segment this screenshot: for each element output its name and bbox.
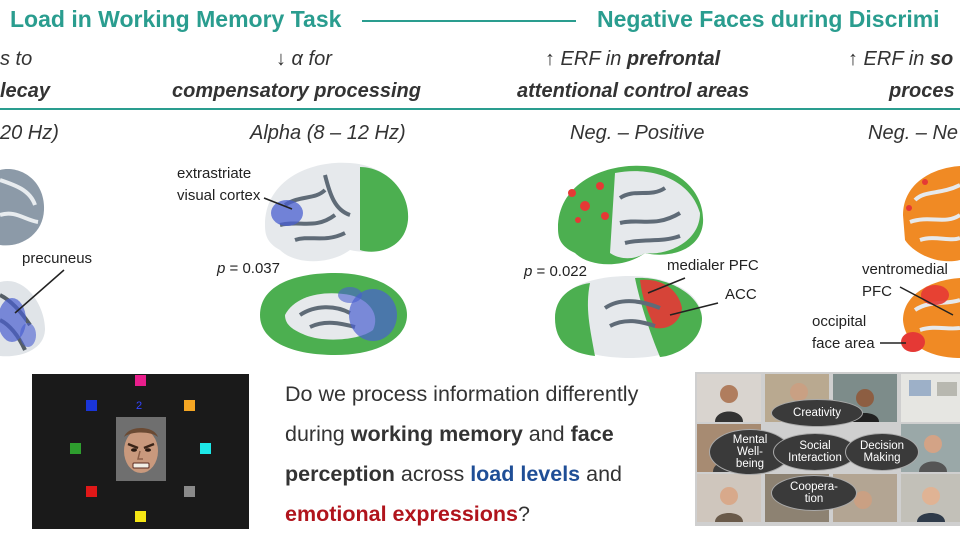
pfc-acc-pointer-lines (647, 277, 719, 316)
col4-finding-line2: proces (889, 80, 955, 102)
ventromedial-pointer-line (899, 286, 954, 316)
section-title-negative-faces: Negative Faces during Discrimi (597, 6, 940, 32)
research-question: Do we process information differently du… (285, 374, 695, 534)
col1-finding-line2: lecay (0, 80, 51, 102)
col2-finding-line2: compensatory processing (172, 80, 421, 102)
col4-finding-line1: ↑ ERF in so (848, 48, 954, 70)
brain-col1-images (0, 169, 45, 357)
label-precuneus: precuneus (22, 250, 93, 267)
brain-col2-images (260, 162, 409, 355)
stimulus-square-blue (86, 400, 97, 411)
stimulus-square-red (86, 486, 97, 497)
col2-band-label: Alpha (8 – 12 Hz) (250, 122, 406, 144)
brain-col3-images (555, 165, 704, 358)
precuneus-pointer-line (14, 269, 65, 314)
stimulus-square-pink (135, 375, 146, 386)
question-line2: during working memory and face (285, 422, 614, 446)
header-connector-line (362, 20, 576, 22)
question-line1: Do we process information differently (285, 382, 639, 406)
col2-finding-line1: ↓ α for (276, 48, 332, 70)
p-value-negative: p = 0.022 (524, 263, 587, 280)
label-acc: ACC (725, 286, 757, 303)
extrastriate-pointer-line (263, 197, 293, 210)
section-divider (0, 108, 960, 110)
label-occipital-line2: face area (812, 335, 875, 352)
brain-col4-lateral (903, 166, 960, 262)
label-extrastriate-line2: visual cortex (177, 187, 261, 204)
col3-finding-line1: ↑ ERF in prefrontal (545, 48, 721, 70)
brain-col4-images (901, 166, 960, 358)
stimulus-square-green (70, 443, 81, 454)
question-line4: emotional expressions? (285, 502, 530, 526)
section-title-working-memory: Load in Working Memory Task (10, 6, 342, 32)
brain-col1-lateral (0, 169, 45, 246)
label-ventromedial-line2: PFC (862, 283, 892, 300)
participant-tile (697, 374, 761, 422)
label-ventromedial-line1: ventromedial (862, 261, 948, 278)
participant-tile (697, 474, 761, 522)
col1-band-label: 20 Hz) (0, 122, 59, 144)
col3-band-label: Neg. – Positive (570, 122, 705, 144)
label-medial-pfc: medialer PFC (667, 257, 759, 274)
stimulus-square-gray (184, 486, 195, 497)
p-value-alpha: p = 0.037 (217, 260, 280, 277)
col3-finding-line2: attentional control areas (517, 80, 750, 102)
col1-finding-line1: s to (0, 48, 33, 70)
occipital-pointer-line (880, 342, 906, 344)
stimulus-digit: 2 (136, 400, 143, 412)
angry-face-image (116, 417, 166, 481)
topic-creativity: Creativity (771, 399, 863, 427)
topic-cooperation: Coopera-tion (771, 475, 857, 511)
question-line3: perception across load levels and (285, 462, 622, 486)
label-occipital-line1: occipital (812, 313, 867, 330)
label-extrastriate-line1: extrastriate (177, 165, 252, 182)
stimulus-square-orange (184, 400, 195, 411)
task-stimulus-display: 2 (32, 374, 249, 529)
participant-tile (901, 474, 960, 522)
stimulus-square-cyan (200, 443, 211, 454)
participant-tile (901, 374, 960, 422)
col4-band-label: Neg. – Ne (868, 122, 959, 144)
stimulus-square-yellow (135, 511, 146, 522)
